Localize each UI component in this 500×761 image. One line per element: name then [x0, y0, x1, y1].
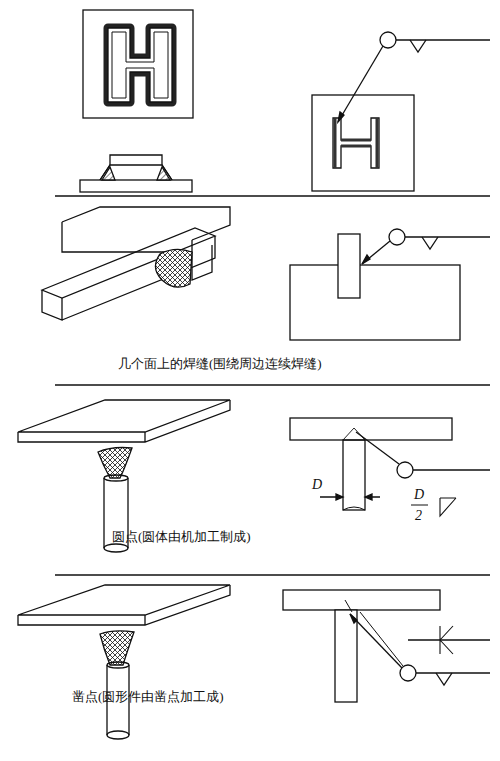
caption: 几个面上的焊缝(围绕周边连续焊缝): [118, 357, 322, 371]
caption: 圆点(圆体由机加工制成): [112, 530, 251, 544]
dimension-label: D: [312, 477, 322, 492]
fraction-denominator: 2: [415, 508, 422, 523]
caption: 凿点(圆形件由凿点加工成): [72, 690, 224, 704]
fraction-numerator: D: [414, 487, 424, 502]
